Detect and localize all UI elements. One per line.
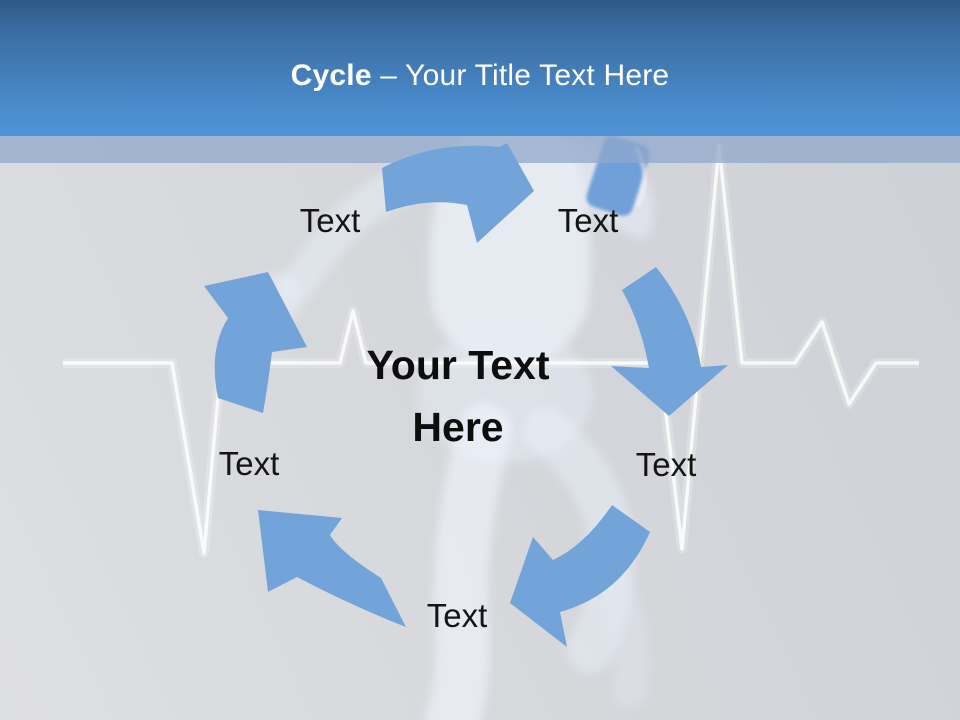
cycle-arrow-bottom-left[interactable] (258, 510, 406, 627)
title-emphasis: Cycle (290, 59, 372, 92)
center-text-placeholder[interactable]: Your Text Here (367, 334, 550, 458)
title-separator: – (371, 59, 406, 92)
cycle-arrow-bottom-right[interactable] (510, 505, 650, 647)
label-right[interactable]: Text (635, 446, 697, 483)
ekg-trace (63, 144, 919, 555)
cycle-arrow-top[interactable] (382, 143, 534, 243)
figure-front-leg (425, 403, 512, 720)
cycle-arrow-right[interactable] (611, 267, 728, 416)
slide-title[interactable]: Cycle – Your Title Text Here (0, 54, 960, 98)
label-top-right[interactable]: Text (557, 202, 619, 239)
ekg-heartbeat-line (63, 141, 919, 558)
label-left[interactable]: Text (218, 445, 280, 482)
center-text-line1: Your Text (366, 342, 550, 388)
label-bottom[interactable]: Text (426, 597, 488, 634)
cycle-arrow-left[interactable] (204, 272, 307, 413)
title-rest: Your Title Text Here (405, 59, 670, 92)
slide-header (0, 0, 960, 136)
center-text-line2: Here (412, 404, 504, 450)
label-top-left[interactable]: Text (299, 202, 361, 239)
